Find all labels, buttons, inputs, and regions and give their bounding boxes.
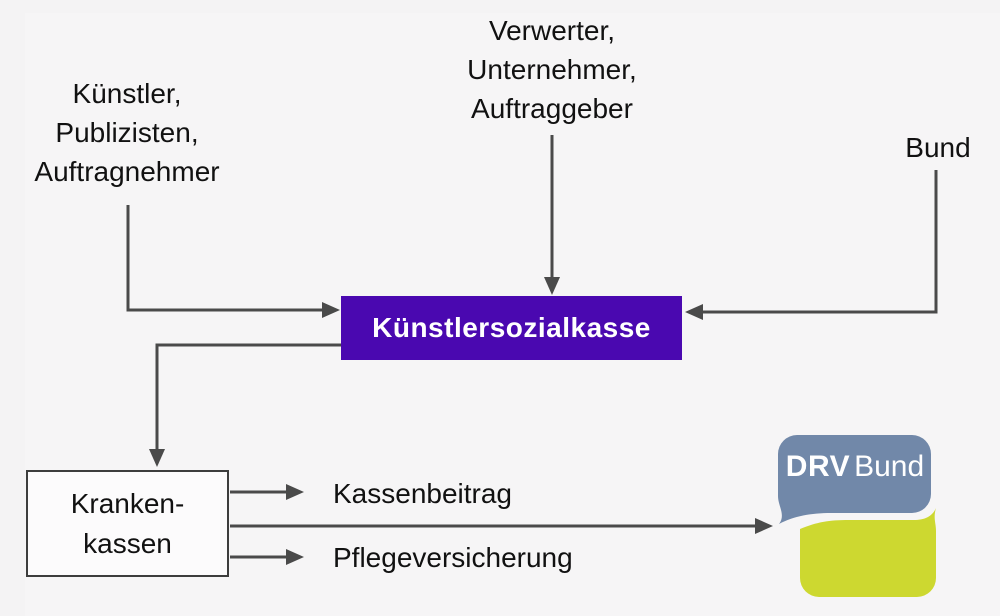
bund-label: Bund <box>868 128 1000 167</box>
drv-logo-bund-text: Bund <box>854 450 925 483</box>
arrow-krankenkassen-to-pflegeversicherung <box>230 549 304 565</box>
krankenkassen-line-1: Kranken- <box>70 487 185 519</box>
ksk-label: Künstlersozialkasse <box>372 312 651 343</box>
arrow-verwerter-to-ksk <box>544 135 560 295</box>
kuenstler-line-1: Künstler, <box>72 78 182 109</box>
verwerter-line-1: Verwerter, <box>488 15 616 46</box>
verwerter-line-2: Unternehmer, <box>467 54 637 85</box>
arrow-bund-to-ksk <box>685 170 938 320</box>
drv-logo-blue-shape <box>778 435 931 524</box>
kassenbeitrag-label: Kassenbeitrag <box>333 478 513 509</box>
ksk-box: Künstlersozialkasse <box>341 296 682 360</box>
drv-bund-logo-shapes <box>778 435 936 597</box>
kuenstler-line-3: Auftragnehmer <box>34 156 220 187</box>
arrow-kuenstler-to-ksk <box>126 205 340 318</box>
kuenstler-label: Künstler, Publizisten, Auftragnehmer <box>2 74 252 191</box>
krankenkassen-line-2: kassen <box>83 527 172 559</box>
kuenstler-line-2: Publizisten, <box>55 117 199 148</box>
drv-logo-drv-text: DRV <box>785 450 851 483</box>
pflegeversicherung-label: Pflegeversicherung <box>333 542 573 573</box>
bund-label-text: Bund <box>905 132 971 163</box>
arrow-ksk-to-krankenkassen <box>149 343 341 467</box>
verwerter-label: Verwerter, Unternehmer, Auftraggeber <box>427 11 677 128</box>
arrow-krankenkassen-to-kassenbeitrag <box>230 484 304 500</box>
drv-logo-green-shape <box>800 508 936 597</box>
arrow-krankenkassen-to-drv-bund <box>230 518 773 534</box>
krankenkassen-box: Kranken- kassen <box>26 470 229 577</box>
verwerter-line-3: Auftraggeber <box>471 93 633 124</box>
